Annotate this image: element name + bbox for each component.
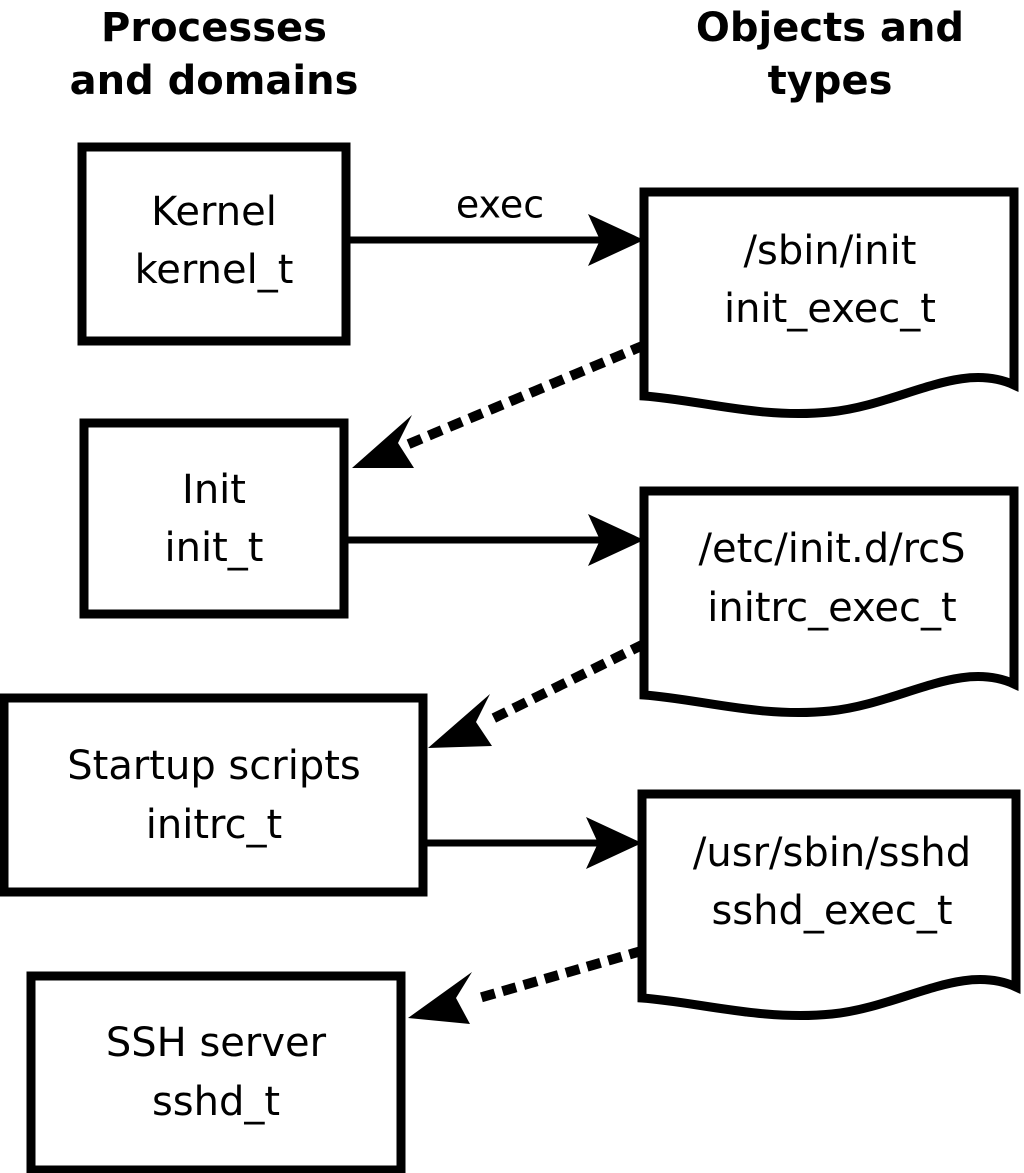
process-node-ssh-server-line1: SSH server: [106, 1020, 327, 1066]
edge-sbin-init-transition-init: [352, 340, 647, 468]
edge-sbin-init-transition-init-line: [397, 340, 647, 453]
object-node-usr-sbin-sshd-line1: /usr/sbin/sshd: [693, 830, 971, 876]
column-heading-processes-line1: Processes: [101, 5, 327, 51]
arrowhead-icon: [588, 514, 644, 566]
process-node-startup-scripts-line2: initrc_t: [146, 802, 283, 848]
object-node-sbin-init[interactable]: /sbin/init init_exec_t: [639, 187, 1019, 419]
process-node-init-line1: Init: [182, 467, 246, 513]
process-node-kernel-line2: kernel_t: [135, 247, 294, 293]
process-node-ssh-server[interactable]: SSH server sshd_t: [26, 971, 406, 1173]
column-heading-processes-line2: and domains: [70, 58, 359, 104]
process-node-init-line2: init_t: [165, 525, 264, 571]
object-node-etc-initd-rcs-line1: /etc/init.d/rcS: [698, 526, 965, 572]
column-heading-objects: Objects and types: [696, 5, 964, 104]
edge-init-exec-rcs: [344, 514, 644, 566]
object-node-usr-sbin-sshd[interactable]: /usr/sbin/sshd sshd_exec_t: [637, 789, 1021, 1021]
object-node-etc-initd-rcs[interactable]: /etc/init.d/rcS initrc_exec_t: [639, 486, 1019, 718]
edge-kernel-exec-sbin-init: exec: [346, 183, 644, 266]
edge-sshd-transition-sshd-t: [408, 945, 645, 1024]
edge-rcs-transition-initrc-line: [479, 639, 647, 729]
edge-initrc-exec-sshd: [423, 817, 642, 869]
process-node-startup-scripts-line1: Startup scripts: [67, 743, 360, 789]
process-node-startup-scripts-box[interactable]: [0, 693, 428, 897]
object-node-usr-sbin-sshd-document-shape[interactable]: [637, 789, 1021, 1021]
object-node-sbin-init-document-shape[interactable]: [639, 187, 1019, 419]
process-node-ssh-server-box[interactable]: [26, 971, 406, 1173]
arrowhead-icon: [588, 214, 644, 266]
arrowhead-icon: [408, 972, 472, 1024]
object-node-etc-initd-rcs-line2: initrc_exec_t: [707, 585, 956, 631]
edge-label-exec: exec: [456, 183, 544, 227]
arrowhead-icon: [586, 817, 642, 869]
object-node-usr-sbin-sshd-line2: sshd_exec_t: [711, 888, 952, 934]
object-node-sbin-init-line2: init_exec_t: [724, 286, 936, 332]
arrowhead-icon: [428, 694, 492, 748]
process-node-kernel[interactable]: Kernel kernel_t: [77, 142, 351, 346]
arrowhead-icon: [352, 415, 414, 468]
process-node-init-box[interactable]: [79, 418, 349, 619]
edge-rcs-transition-initrc: [428, 639, 647, 748]
edge-sshd-transition-sshd-t-line: [465, 945, 645, 1007]
process-node-startup-scripts[interactable]: Startup scripts initrc_t: [0, 693, 428, 897]
column-heading-objects-line2: types: [768, 58, 893, 104]
object-node-etc-initd-rcs-document-shape[interactable]: [639, 486, 1019, 718]
column-heading-objects-line1: Objects and: [696, 5, 964, 51]
process-node-kernel-line1: Kernel: [151, 189, 277, 235]
process-node-ssh-server-line2: sshd_t: [152, 1079, 280, 1125]
process-node-init[interactable]: Init init_t: [79, 418, 349, 619]
column-heading-processes: Processes and domains: [70, 5, 359, 104]
object-node-sbin-init-line1: /sbin/init: [744, 228, 917, 274]
process-node-kernel-box[interactable]: [77, 142, 351, 346]
